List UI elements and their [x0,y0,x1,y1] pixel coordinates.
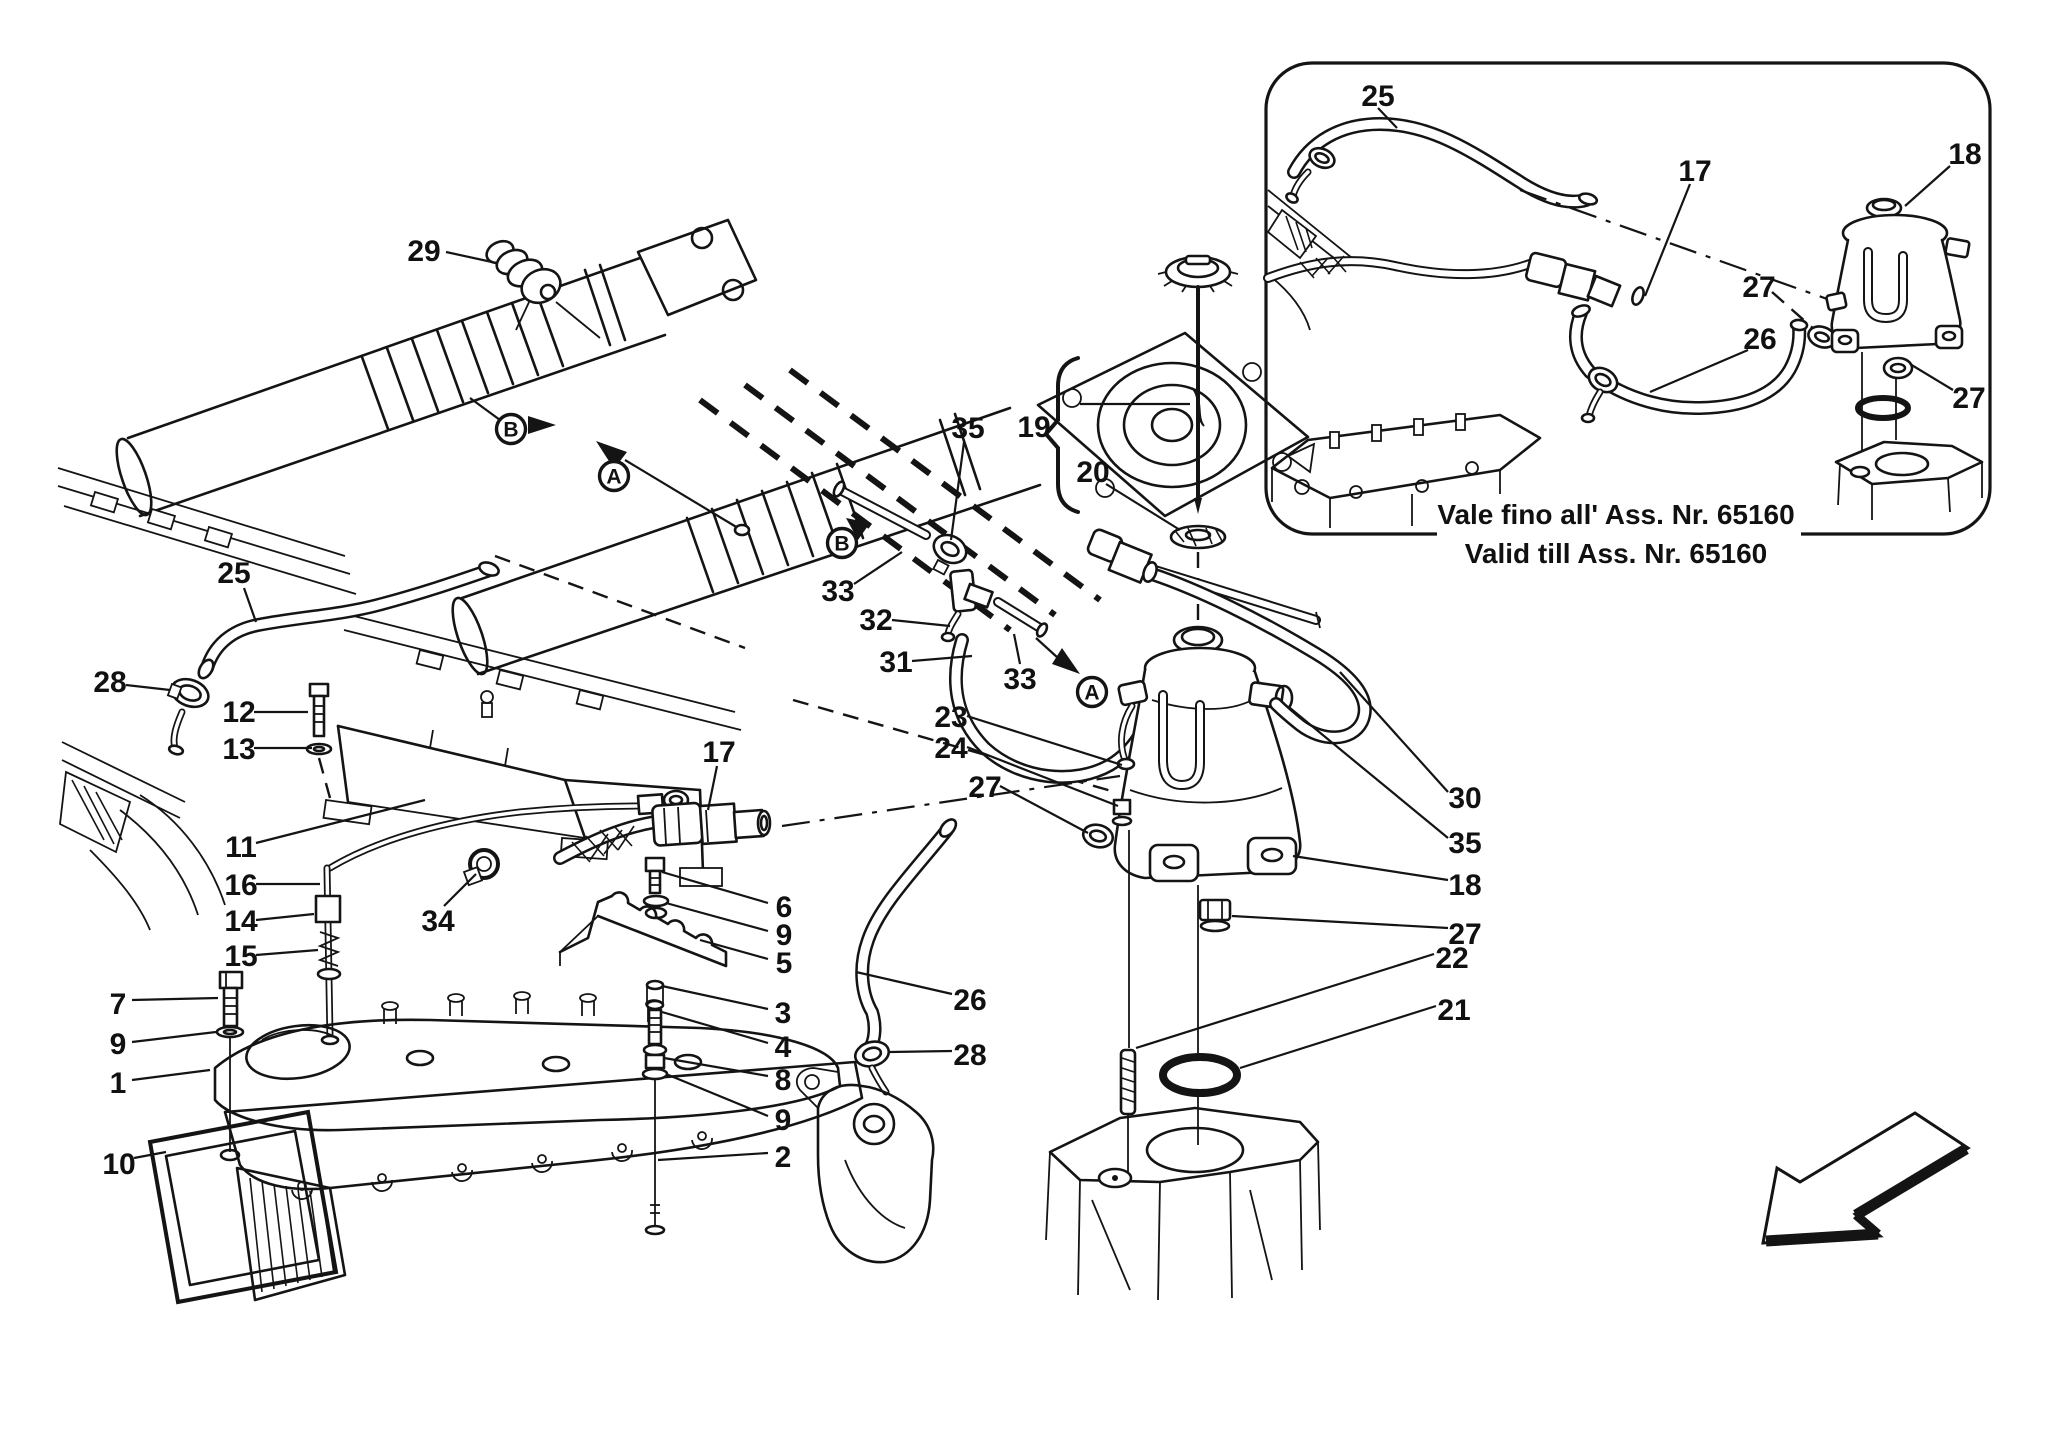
callout-27: 27 [1742,271,1775,304]
callout-20: 20 [1076,456,1109,489]
view-marker-A: A [597,459,631,493]
direction-arrow [1761,1111,1971,1247]
inset-leaders [1377,107,1954,394]
callout-33: 33 [1003,663,1036,696]
callout-17: 17 [1678,155,1711,188]
mounting-rails [57,467,742,731]
inset-sump [1270,413,1542,528]
gasket-10 [147,1109,339,1305]
inset-hose-26 [1569,304,1837,424]
callout-22: 22 [1435,942,1468,975]
callout-9: 9 [110,1028,127,1061]
callout-5: 5 [776,947,793,980]
callout-17: 17 [702,736,735,769]
water-pump-housing [795,1067,935,1264]
callout-35: 35 [1448,827,1481,860]
view-direction-arrows [469,397,1080,674]
inset-sump-right [1834,440,1984,520]
inset-engine-head [1266,189,1353,331]
svg-text:A: A [606,466,621,489]
inset-tank-18 [1825,197,1971,452]
intake-manifold-upper [115,218,758,518]
view-marker-B: B [494,412,528,446]
svg-text:B: B [834,533,849,556]
hose-26 [853,818,958,1096]
pipes-33-tee-32 [832,480,1049,643]
callout-1: 1 [110,1067,127,1100]
svg-text:B: B [503,419,518,442]
callout-9: 9 [775,1104,792,1137]
callout-26: 26 [1743,323,1776,356]
callout-24: 24 [934,732,968,765]
callout-4: 4 [775,1031,792,1064]
callout-28: 28 [93,666,126,699]
callout-18: 18 [1948,138,1981,171]
callout-27: 27 [1952,382,1985,415]
engine-sump [1045,1106,1321,1301]
callout-2: 2 [775,1141,792,1174]
svg-text:A: A [1084,682,1099,705]
inset-hose-25 [1285,116,1599,209]
callout-35: 35 [951,412,984,445]
callout-12: 12 [222,696,255,729]
view-marker-A: A [1075,675,1109,709]
callout-15: 15 [224,940,257,973]
callout-16: 16 [224,869,257,902]
caption-backing [1437,494,1801,568]
hose-25 [166,561,500,756]
callout-13: 13 [222,733,255,766]
stud-22-oring-21 [1119,1048,1241,1182]
callout-27: 27 [1448,918,1481,951]
callout-14: 14 [224,905,258,938]
callout-31: 31 [879,646,912,679]
callout-26: 26 [953,984,986,1017]
callout-28: 28 [953,1039,986,1072]
leader-lines [125,250,1449,1162]
dipstick-tube [1086,528,1321,629]
callout-9: 9 [776,919,793,952]
bolt-7-washer-9 [215,970,245,1039]
callout-27: 27 [968,771,1001,804]
callout-29: 29 [407,235,440,268]
callout-25: 25 [1361,80,1394,113]
engine-corner-left [59,741,226,931]
callout-11: 11 [225,831,257,864]
callout-34: 34 [421,905,455,938]
callout-21: 21 [1437,994,1470,1027]
sensor-29 [485,239,601,339]
hardware-column [558,856,728,1236]
inset-caption-line2: Valid till Ass. Nr. 65160 [1465,538,1767,569]
callout-8: 8 [775,1064,792,1097]
braided-hose-17 [553,801,772,865]
callout-10: 10 [102,1148,135,1181]
callout-25: 25 [217,557,250,590]
view-letter-markers: B A B A [494,412,1109,709]
dipstick-assembly [1043,254,1239,622]
callout-6: 6 [776,891,793,924]
inset-caption-line1: Vale fino all' Ass. Nr. 65160 [1437,499,1794,530]
callout-7: 7 [110,988,127,1021]
inset-hose-17 [1263,251,1645,308]
view-marker-B: B [825,526,859,560]
callout-3: 3 [775,997,792,1030]
callout-19: 19 [1017,411,1050,444]
bolt-12-washer-13 [305,682,333,799]
hose-30 [1142,561,1372,745]
callout-32: 32 [859,604,892,637]
oil-cooler-assembly [213,991,864,1302]
oil-tank [1081,625,1302,1054]
callout-33: 33 [821,575,854,608]
callout-30: 30 [1448,782,1481,815]
callout-23: 23 [934,701,967,734]
inset-box: Vale fino all' Ass. Nr. 65160 Valid till… [1263,61,1992,569]
callout-labels: 2925281213111614153479110176953489226283… [93,80,1985,1181]
callout-18: 18 [1448,869,1481,902]
